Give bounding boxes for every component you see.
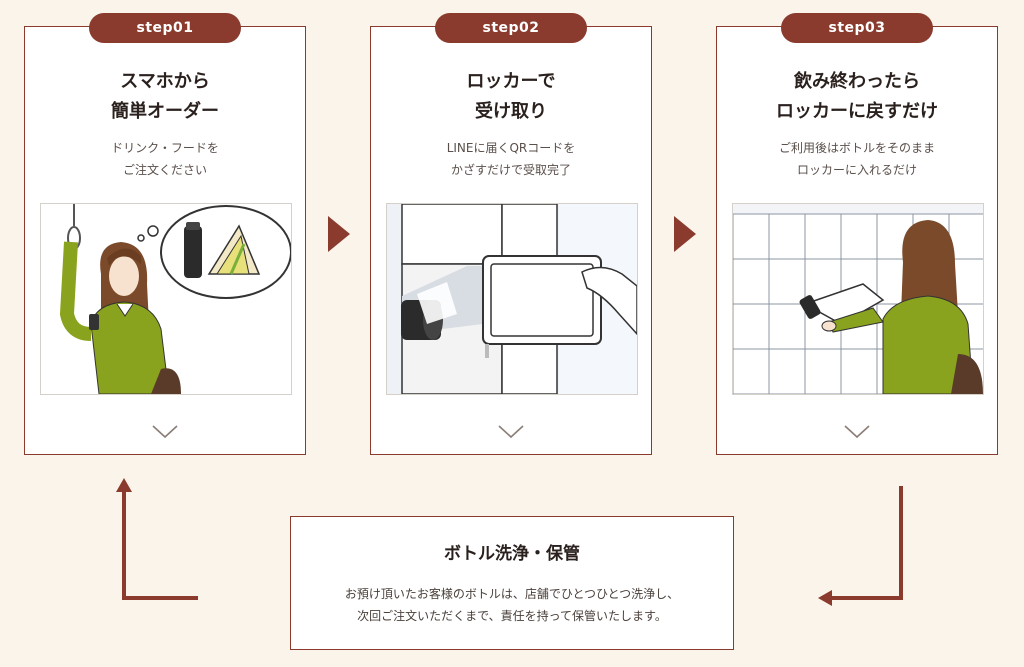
return-arrow-icon [818,486,903,606]
step-card-2: step02 ロッカーで 受け取り LINEに届くQRコードを かざすだけで受取… [370,13,652,455]
step-description: LINEに届くQRコードを かざすだけで受取完了 [446,141,576,177]
step-card-1: step01 スマホから 簡単オーダー ドリンク・フードを ご注文ください [24,13,306,455]
return-arrow-icon [116,478,198,600]
step-badge: step03 [781,13,933,43]
step-badge: step02 [435,13,587,43]
step-title: ロッカーで 受け取り [466,71,556,122]
illustration-return-to-locker [732,203,984,395]
arrow-right-icon [328,216,350,252]
step-title: スマホから 簡単オーダー [111,71,219,122]
bottle-wash-card: ボトル洗浄・保管 お預け頂いたお客様のボトルは、店舗でひとつひとつ洗浄し、 次回… [290,516,734,650]
step-badge: step01 [89,13,241,43]
step-description: ドリンク・フードを ご注文ください [111,141,219,177]
step-card-3: step03 飲み終わったら ロッカーに戻すだけ ご利用後はボトルをそのまま ロ… [716,13,998,455]
chevron-down-icon [152,425,178,439]
arrow-right-icon [674,216,696,252]
illustration-smartphone-order [40,203,292,395]
chevron-down-icon [498,425,524,439]
bottle-wash-title: ボトル洗浄・保管 [444,544,580,564]
chevron-down-icon [844,425,870,439]
bottle-wash-description: お預け頂いたお客様のボトルは、店舗でひとつひとつ洗浄し、 次回ご注文いただくまで… [344,587,680,623]
illustration-locker-pickup [386,203,638,395]
step-description: ご利用後はボトルをそのまま ロッカーに入れるだけ [778,141,935,177]
step-title: 飲み終わったら ロッカーに戻すだけ [776,71,938,122]
